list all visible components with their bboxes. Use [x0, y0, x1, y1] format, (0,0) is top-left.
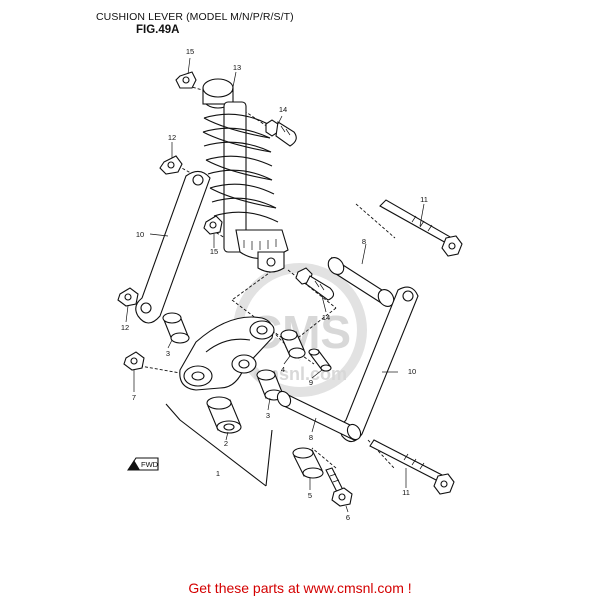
callout-15: 15	[210, 247, 218, 256]
shock-absorber	[202, 78, 289, 273]
nut-15-mid	[203, 215, 223, 235]
bolt-11-lower	[369, 439, 455, 495]
callout-3: 3	[166, 349, 170, 358]
bushing-5	[292, 447, 324, 479]
callout-6: 6	[346, 513, 350, 522]
callout-14: 14	[322, 313, 330, 322]
callout-12: 12	[168, 133, 176, 142]
bearing-2	[206, 396, 242, 434]
cushion-lever	[179, 316, 275, 391]
fwd-label: FWD	[141, 460, 159, 469]
callout-15: 15	[186, 47, 194, 56]
fwd-arrow-icon: FWD	[126, 457, 159, 471]
nut-12-top	[159, 155, 183, 175]
callout-14: 14	[279, 105, 287, 114]
callout-11: 11	[420, 195, 428, 204]
bolt-14-top	[265, 119, 297, 147]
callout-9: 9	[309, 378, 313, 387]
callout-10: 10	[136, 230, 144, 239]
figure-number: FIG.49A	[136, 24, 180, 36]
spacer-9	[308, 348, 332, 372]
bolt-11-upper	[379, 199, 463, 257]
diagram-title: CUSHION LEVER (MODEL M/N/P/R/S/T)	[96, 11, 294, 23]
callout-8: 8	[362, 237, 366, 246]
callout-3: 3	[266, 411, 270, 420]
collar-3-upper	[162, 312, 190, 344]
callout-5: 5	[308, 491, 312, 500]
nut-15-top	[175, 71, 197, 89]
spacer-8-upper	[327, 256, 395, 307]
callout-7: 7	[132, 393, 136, 402]
callout-8: 8	[309, 433, 313, 442]
spacer-8-lower	[276, 390, 362, 441]
footer-link-text[interactable]: Get these parts at www.cmsnl.com !	[188, 580, 412, 596]
nut-7	[123, 351, 145, 371]
part-1-bracket	[165, 403, 273, 487]
callout-2: 2	[224, 439, 228, 448]
collar-3-lower	[256, 369, 284, 401]
callout-11: 11	[402, 488, 410, 497]
callout-leaders	[125, 57, 425, 513]
callout-10: 10	[408, 367, 416, 376]
bushing-4	[280, 329, 306, 359]
bolt-14-lower	[295, 267, 335, 301]
callout-12: 12	[121, 323, 129, 332]
callout-4: 4	[281, 365, 285, 374]
bolt-6	[325, 467, 353, 507]
callout-13: 13	[233, 63, 241, 72]
callout-1: 1	[216, 469, 220, 478]
cushion-rod-left	[135, 170, 211, 324]
nut-12-lower	[117, 287, 139, 307]
